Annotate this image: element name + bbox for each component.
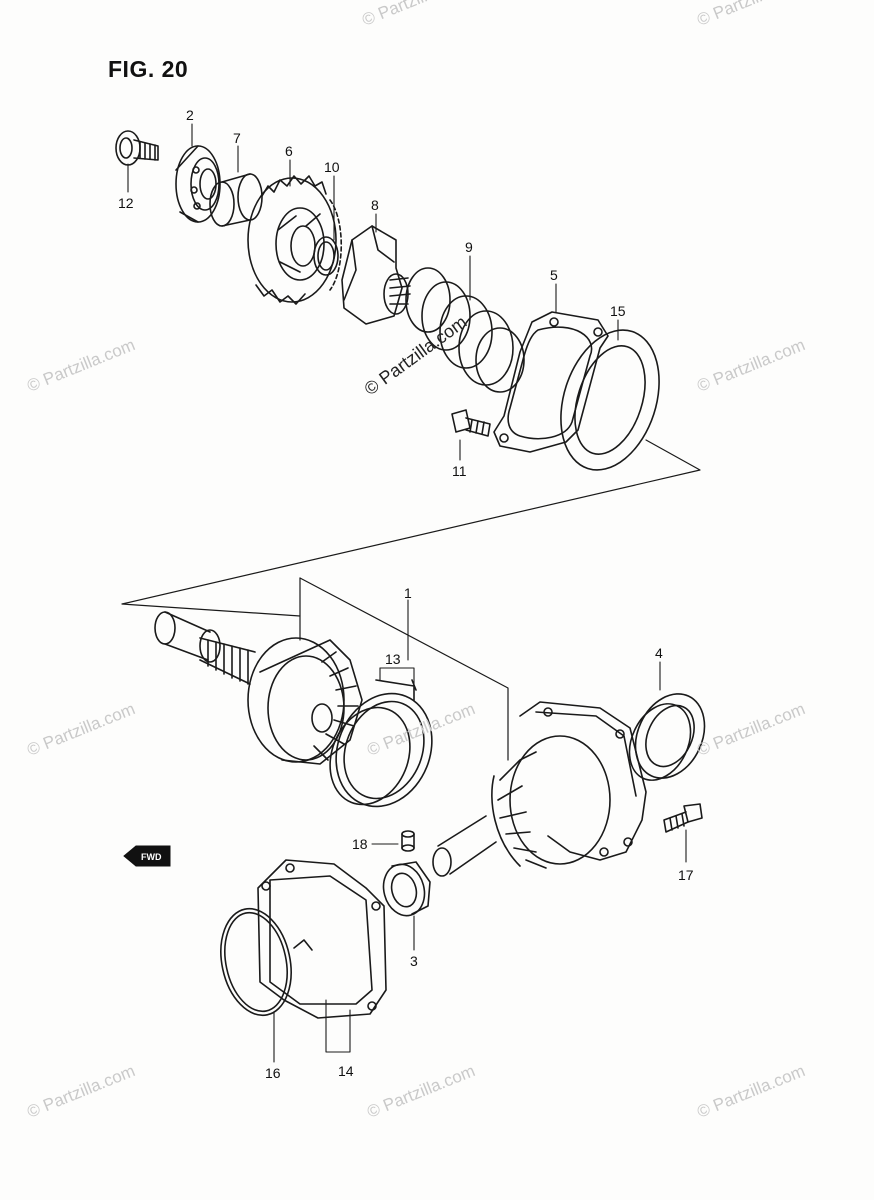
watermark: © Partzilla.com <box>24 1061 137 1122</box>
callout-label-5: 5 <box>550 267 558 283</box>
callout-label-15: 15 <box>610 303 626 319</box>
gasket-5 <box>493 311 609 453</box>
figure-title: FIG. 20 <box>108 56 189 82</box>
shim-15 <box>560 329 660 471</box>
o-ring-16 <box>220 907 292 1017</box>
callout-label-3: 3 <box>410 953 418 969</box>
callout-label-1: 1 <box>404 585 412 601</box>
watermark: © Partzilla.com <box>24 699 137 760</box>
callout-label-10: 10 <box>324 159 340 175</box>
callout-label-18: 18 <box>352 836 368 852</box>
callout-label-8: 8 <box>371 197 379 213</box>
callout-label-4: 4 <box>655 645 663 661</box>
callout-label-14: 14 <box>338 1063 354 1079</box>
watermark: © Partzilla.com <box>24 335 137 396</box>
clutch-8 <box>341 225 411 325</box>
callout-label-17: 17 <box>678 867 694 883</box>
bolt-17 <box>663 803 703 833</box>
fwd-label: FWD <box>141 852 162 862</box>
snap-ring-10 <box>313 236 339 276</box>
bolt-12 <box>115 130 159 166</box>
callout-label-16: 16 <box>265 1065 281 1081</box>
callout-labels: 2 7 6 10 8 12 9 5 15 11 1 13 4 18 3 17 1… <box>118 107 694 1081</box>
bolt-11 <box>451 409 491 437</box>
callout-label-13: 13 <box>385 651 401 667</box>
forward-arrow-icon: FWD <box>123 845 171 867</box>
watermark: © Partzilla.com <box>694 1061 807 1122</box>
callout-label-7: 7 <box>233 130 241 146</box>
callout-label-12: 12 <box>118 195 134 211</box>
gear-shaft-1 <box>154 611 363 765</box>
gear-6 <box>247 175 343 305</box>
callout-label-9: 9 <box>465 239 473 255</box>
pin-18 <box>401 830 415 852</box>
gear-housing <box>432 701 647 877</box>
watermark: © Partzilla.com <box>364 1061 477 1122</box>
watermark: © Partzilla.com <box>694 0 807 30</box>
watermark: © Partzilla.com <box>694 699 807 760</box>
watermark: © Partzilla.com <box>694 335 807 396</box>
callout-label-11: 11 <box>452 463 467 479</box>
watermark: © Partzilla.com <box>361 312 471 399</box>
bearing-2 <box>175 145 221 223</box>
cover-14 <box>257 859 387 1019</box>
assembly-guide-lines <box>121 439 701 761</box>
callout-label-6: 6 <box>285 143 293 159</box>
watermark: © Partzilla.com <box>359 0 472 30</box>
needle-bearing-3 <box>382 861 431 917</box>
callout-label-2: 2 <box>186 107 194 123</box>
leader-lines <box>127 123 687 1063</box>
spring-9 <box>405 267 525 393</box>
